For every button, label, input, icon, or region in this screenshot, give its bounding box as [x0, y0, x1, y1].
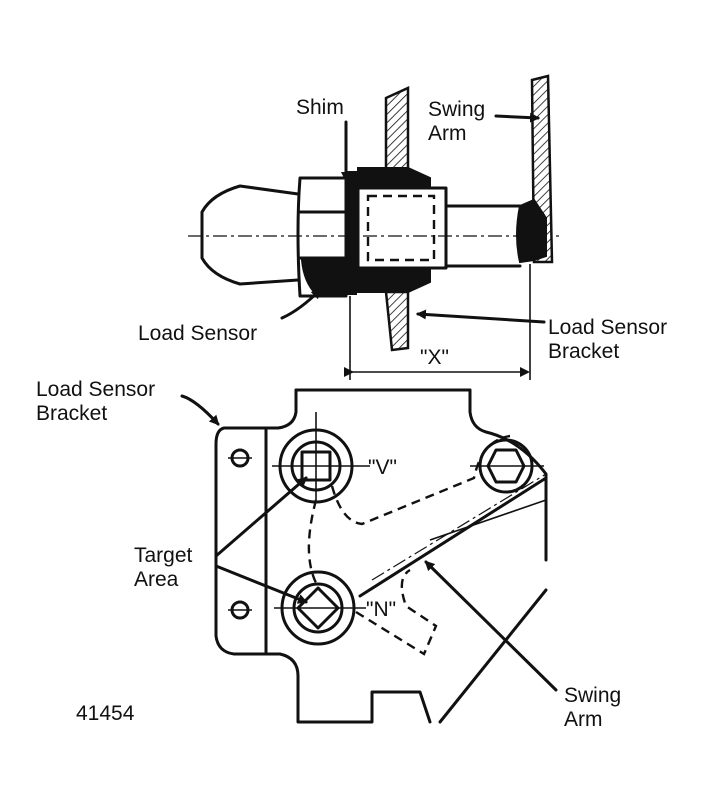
label-bracket-right-2: Bracket: [548, 340, 619, 363]
side-view: [188, 74, 560, 380]
swing-arm-top-leader: [494, 112, 540, 123]
figure-number: 41454: [76, 702, 135, 725]
label-bracket-left-2: Bracket: [36, 402, 107, 425]
label-load-sensor: Load Sensor: [138, 322, 257, 345]
swing-arm-plate: [516, 74, 554, 264]
boss-n: [274, 570, 366, 646]
shim: [347, 171, 357, 295]
plan-view: [180, 388, 558, 724]
bracket-left-leader: [180, 394, 220, 426]
label-swing-arm-top-1: Swing: [428, 98, 485, 121]
label-swing-arm-bottom-1: Swing: [564, 684, 621, 707]
target-leader-n: [214, 564, 308, 604]
label-n-mark: "N": [366, 598, 396, 621]
label-target-2: Area: [134, 568, 179, 591]
label-shim: Shim: [296, 96, 344, 119]
swing-arm-plan: [307, 434, 548, 724]
label-bracket-right-1: Load Sensor: [548, 316, 667, 339]
bracket-right-leader: [416, 309, 546, 324]
hex-nut: [296, 176, 348, 298]
sensor-body: [200, 184, 300, 286]
label-v-mark: "V": [368, 456, 397, 479]
label-dimension-x: "X": [420, 346, 449, 369]
right-nut: [470, 438, 544, 494]
bracket-plate: [357, 86, 431, 352]
bracket-outline: [214, 388, 432, 724]
label-swing-arm-top-2: Arm: [428, 122, 467, 145]
bolt: [356, 186, 522, 270]
swing-arm-bottom-leader: [424, 560, 558, 692]
target-leader-v: [214, 476, 308, 558]
label-target-1: Target: [134, 544, 193, 567]
label-bracket-left-1: Load Sensor: [36, 378, 155, 401]
label-swing-arm-bottom-2: Arm: [564, 708, 603, 731]
load-sensor-leader: [280, 288, 322, 320]
